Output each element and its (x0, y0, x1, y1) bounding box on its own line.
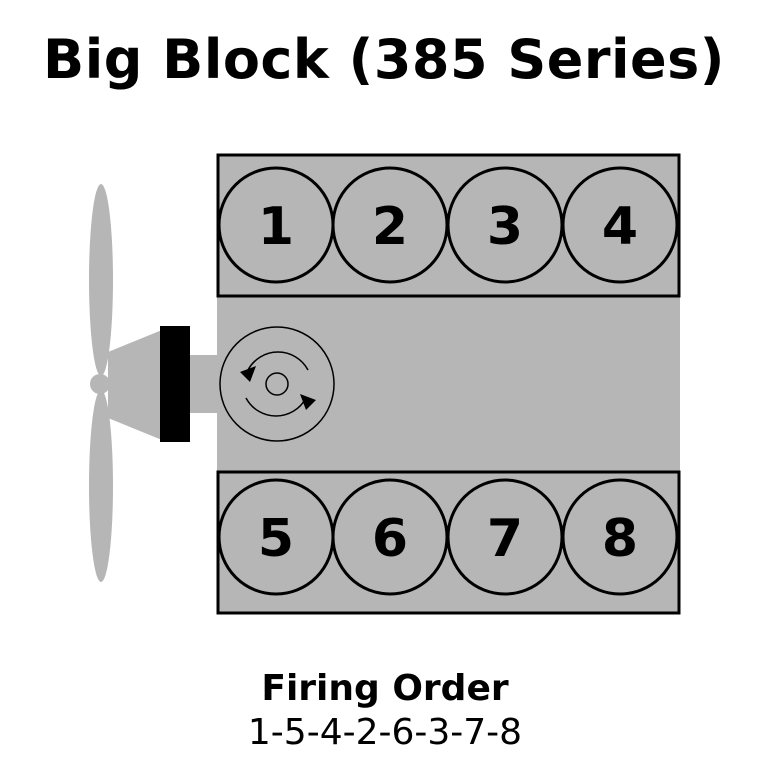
cylinder-label: 8 (602, 509, 638, 569)
cylinder-2: 2 (331, 166, 449, 284)
cylinder-label: 2 (372, 197, 408, 257)
cylinder-8: 8 (561, 478, 679, 596)
rotation-arrows-icon (240, 351, 316, 417)
cylinder-4: 4 (561, 166, 679, 284)
fan-icon (89, 184, 162, 582)
cylinder-7: 7 (446, 478, 564, 596)
cylinder-label: 5 (258, 509, 294, 569)
firing-order-value: 1-5-4-2-6-3-7-8 (247, 712, 523, 753)
cylinder-label: 3 (487, 197, 523, 257)
bottom-bank: 5 6 7 8 (216, 470, 681, 615)
pulley-icon (160, 326, 190, 442)
engine-block (217, 296, 680, 472)
cylinder-6: 6 (331, 478, 449, 596)
diagram-title: Big Block (385 Series) (43, 28, 725, 91)
firing-order-label: Firing Order (261, 668, 509, 709)
cylinder-label: 6 (372, 509, 408, 569)
cylinder-label: 1 (258, 197, 294, 257)
distributor (219, 326, 335, 442)
cylinder-1: 1 (217, 166, 335, 284)
cylinder-3: 3 (446, 166, 564, 284)
crank-shaft (188, 355, 222, 413)
cylinder-label: 4 (602, 197, 638, 257)
cylinder-5: 5 (217, 478, 335, 596)
top-bank: 1 2 3 4 (216, 153, 681, 298)
cylinder-label: 7 (487, 509, 523, 569)
